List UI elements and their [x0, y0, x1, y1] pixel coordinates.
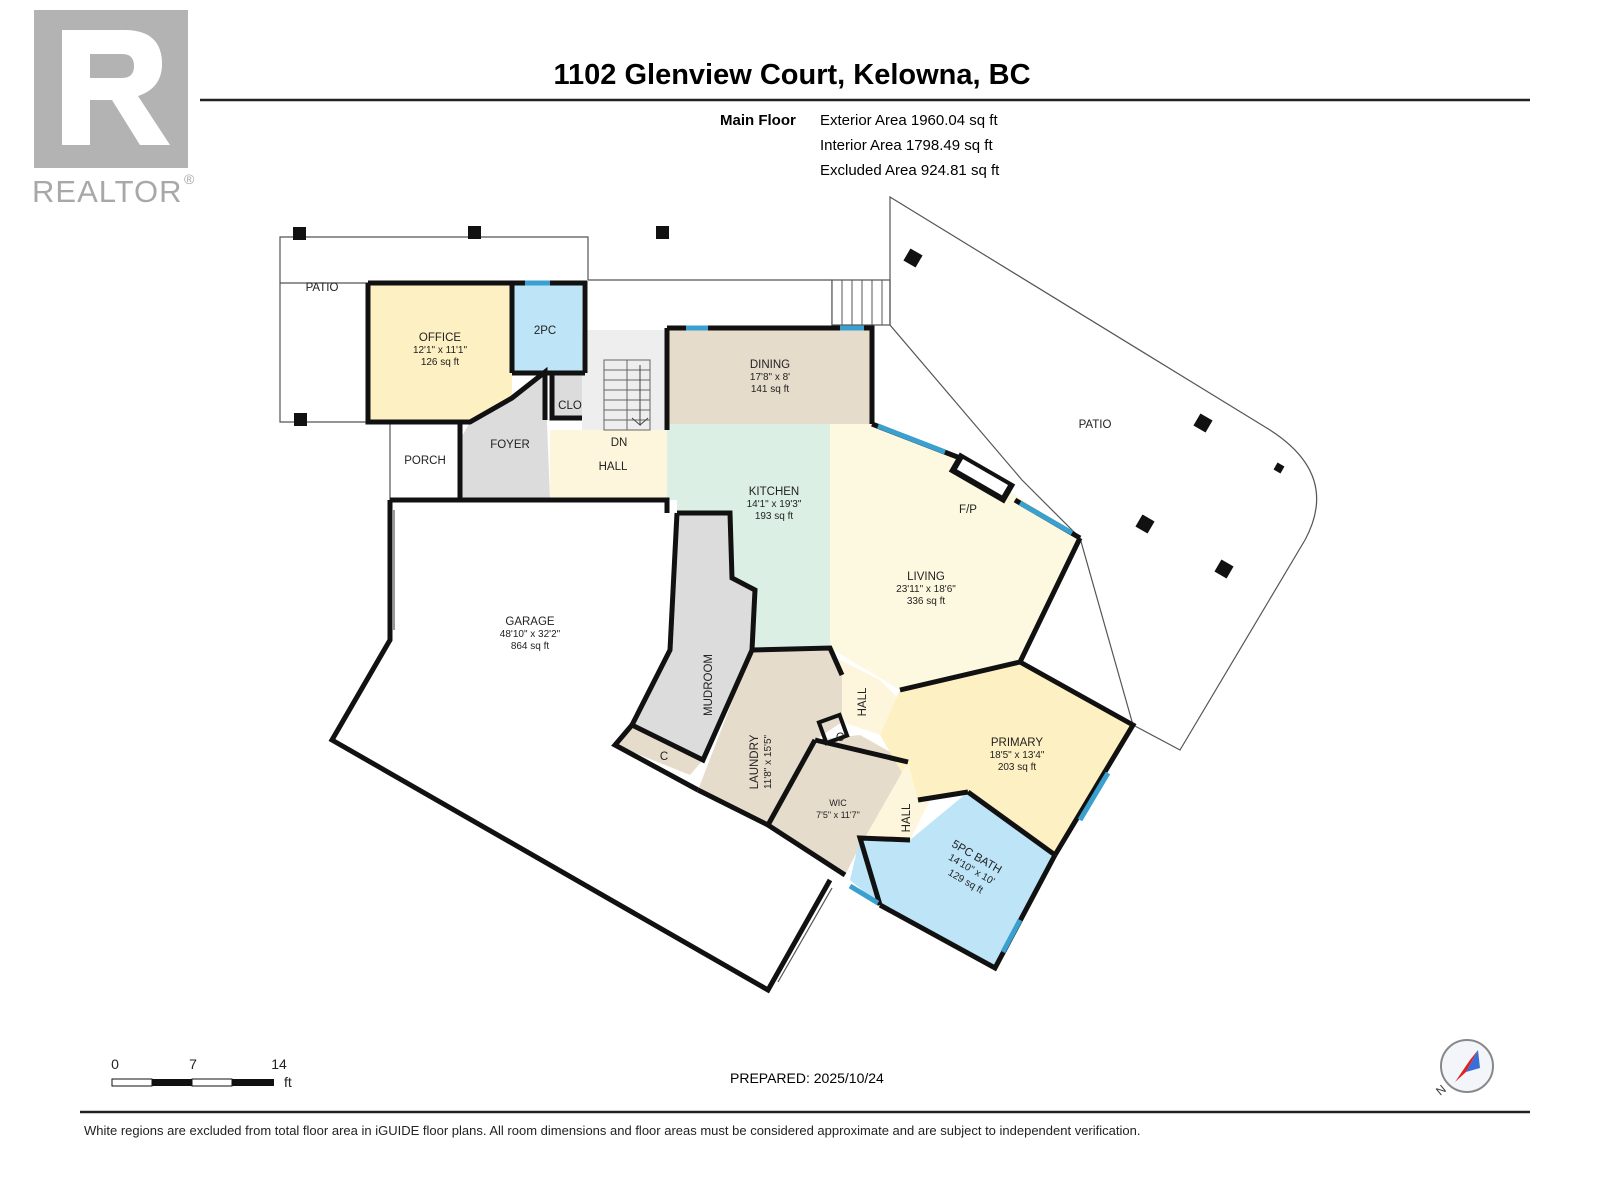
area-garage: 864 sq ft — [511, 641, 550, 652]
label-hall-main: HALL — [599, 461, 628, 473]
prepared-date: PREPARED: 2025/10/24 — [730, 1070, 884, 1086]
porch-area — [389, 421, 461, 501]
room-hall-b — [858, 762, 930, 850]
compass-north-label: N — [1433, 1082, 1449, 1098]
excluded-area: Excluded Area 924.81 sq ft — [820, 162, 1000, 179]
label-garage: GARAGE — [505, 616, 555, 628]
garage-door-front — [777, 887, 833, 983]
room-clo — [552, 372, 582, 418]
dims-kitchen: 14'1" x 19'3" — [747, 499, 802, 510]
logo-r-icon — [62, 30, 170, 145]
scale-tick-7: 7 — [189, 1056, 197, 1072]
rear-walkway-outline — [588, 279, 833, 325]
stairs-outside-icon — [831, 279, 891, 326]
interior-area: Interior Area 1798.49 sq ft — [820, 137, 993, 154]
label-kitchen: KITCHEN — [749, 486, 799, 498]
label-laundry: LAUNDRY — [749, 734, 761, 789]
footer-disclaimer: White regions are excluded from total fl… — [84, 1123, 1140, 1138]
dims-garage: 48'10" x 32'2" — [500, 629, 561, 640]
page-title: 1102 Glenview Court, Kelowna, BC — [553, 59, 1030, 91]
realtor-logo: REALTOR ® — [32, 10, 195, 209]
scale-tick-0: 0 — [111, 1056, 119, 1072]
area-office: 126 sq ft — [421, 357, 460, 368]
dims-laundry: 11'8" x 15'5" — [763, 735, 774, 790]
room-2pc — [512, 283, 582, 373]
label-c-mud: C — [660, 751, 668, 763]
label-hall-b: HALL — [901, 803, 913, 832]
scale-bar: 0 7 14 ft — [111, 1056, 292, 1090]
label-hall-a: HALL — [857, 687, 869, 716]
room-mud-closet — [615, 725, 703, 775]
dims-dining: 17'8" x 8' — [750, 372, 790, 383]
scale-tick-14: 14 — [271, 1056, 287, 1072]
label-patio-left: PATIO — [306, 282, 339, 294]
label-dining: DINING — [750, 359, 790, 371]
dims-wic: 7'5" x 11'7" — [816, 810, 860, 820]
dims-living: 23'11" x 18'6" — [896, 584, 956, 595]
room-primary — [880, 662, 1133, 855]
area-dining: 141 sq ft — [751, 384, 790, 395]
area-primary: 203 sq ft — [998, 762, 1037, 773]
windows — [525, 280, 1111, 954]
room-mudroom — [632, 513, 755, 760]
scale-unit: ft — [284, 1074, 292, 1090]
patio-right-area — [889, 195, 1318, 751]
exterior-area: Exterior Area 1960.04 sq ft — [820, 112, 998, 129]
walls — [328, 280, 1137, 994]
room-dining — [667, 328, 872, 424]
fireplace-icon — [948, 452, 1016, 504]
dims-primary: 18'5" x 13'4" — [990, 750, 1045, 761]
label-primary: PRIMARY — [991, 737, 1044, 749]
logo-text: REALTOR — [32, 174, 183, 209]
compass-icon: N — [1433, 1039, 1494, 1098]
label-dn: DN — [611, 437, 628, 449]
label-foyer: FOYER — [490, 439, 530, 451]
patio-left-area — [279, 226, 669, 426]
room-wic — [768, 735, 908, 875]
room-foyer — [460, 372, 550, 500]
room-hall — [550, 430, 667, 500]
label-office: OFFICE — [419, 332, 461, 344]
dims-office: 12'1" x 11'1" — [413, 345, 468, 356]
label-wic: WIC — [829, 798, 847, 808]
area-living: 336 sq ft — [907, 596, 946, 607]
label-living: LIVING — [907, 571, 945, 583]
label-porch: PORCH — [404, 455, 446, 467]
room-laundry — [698, 648, 842, 825]
label-patio-right: PATIO — [1079, 419, 1112, 431]
label-mudroom: MUDROOM — [703, 654, 715, 716]
room-fills — [368, 283, 1133, 968]
room-hall-a — [830, 655, 900, 735]
room-kitchen — [667, 424, 830, 648]
label-clo: CLO — [558, 400, 582, 412]
label-c-small: C — [836, 732, 844, 744]
label-2pc: 2PC — [534, 325, 556, 337]
room-office — [368, 283, 512, 422]
stairs-icon — [603, 359, 651, 431]
floor-label: Main Floor — [720, 112, 796, 129]
room-bath — [850, 792, 1055, 968]
logo-registered: ® — [184, 171, 195, 187]
room-living — [830, 424, 1080, 690]
label-fp: F/P — [959, 504, 977, 516]
area-kitchen: 193 sq ft — [755, 511, 794, 522]
